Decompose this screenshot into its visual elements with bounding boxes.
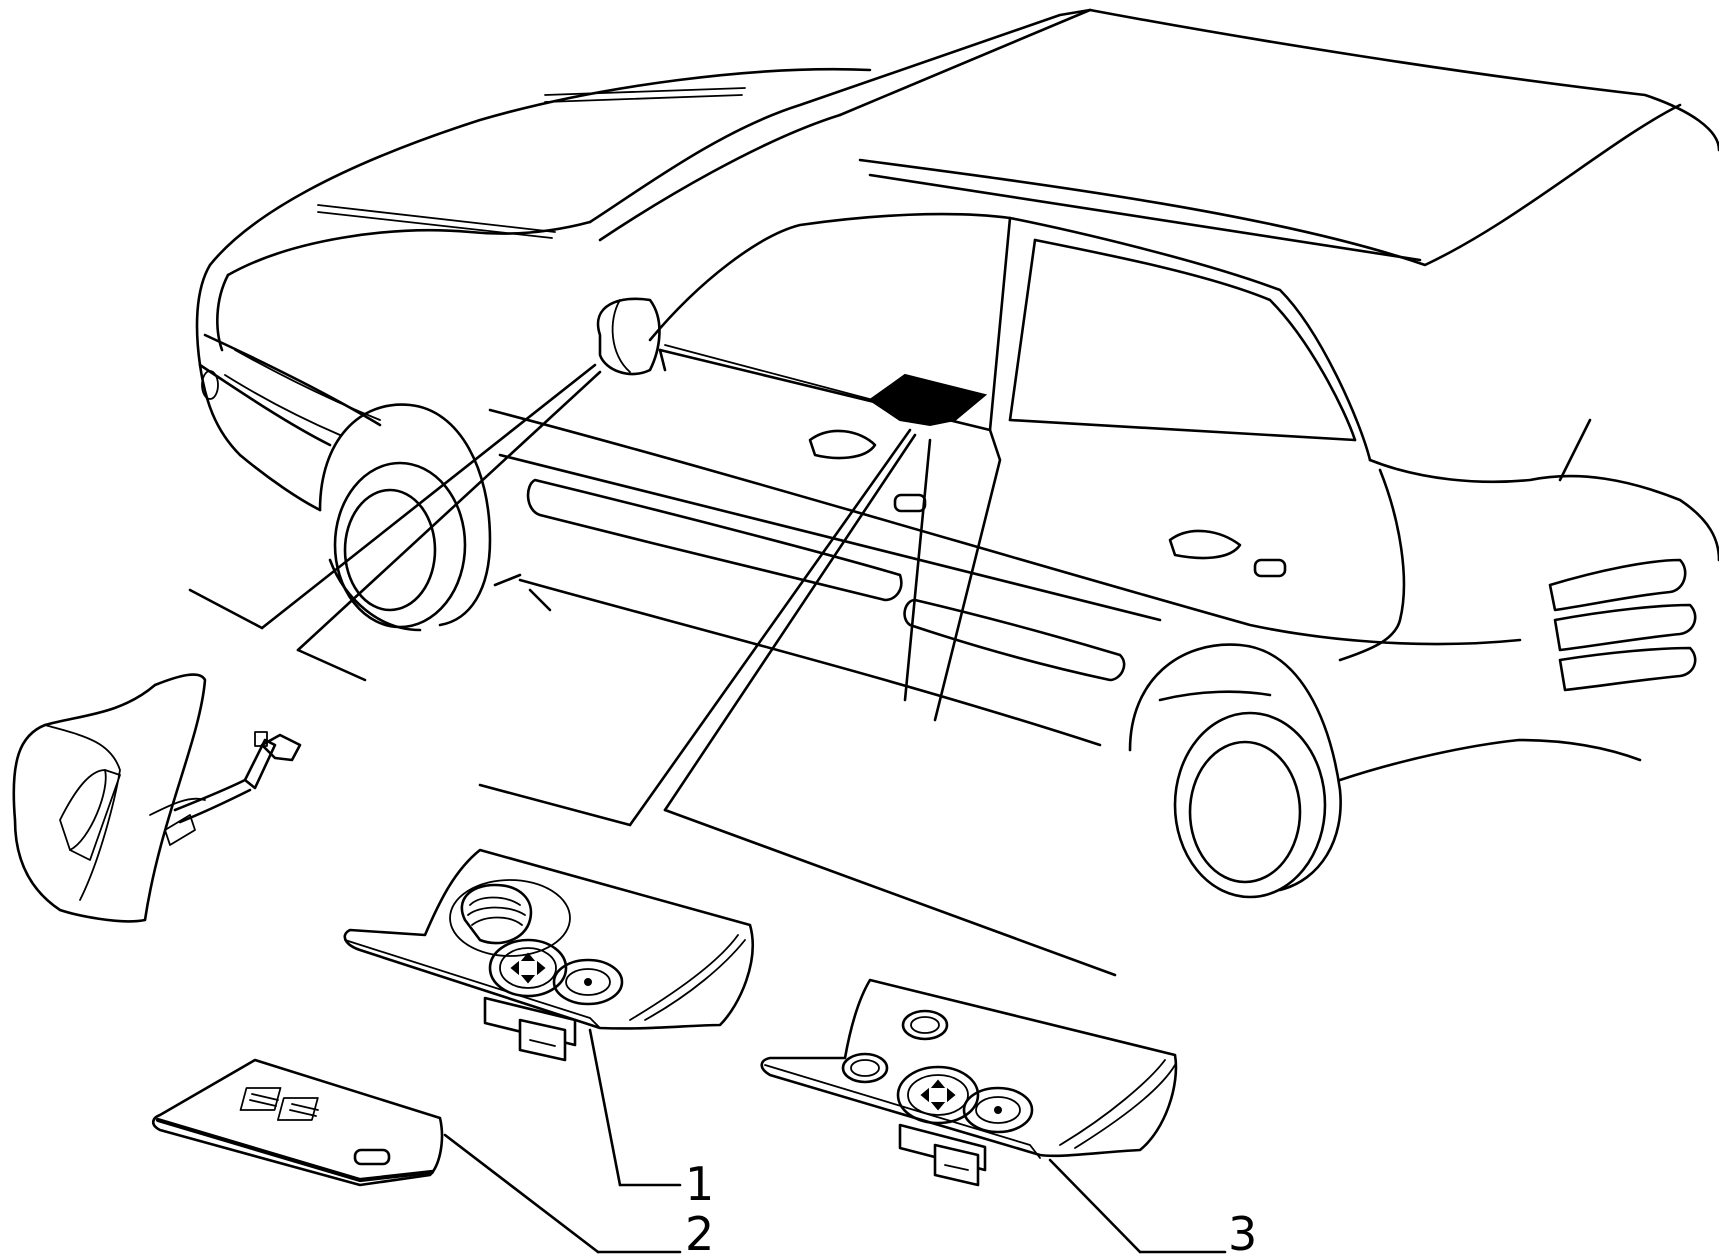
callout-2: 2 <box>685 1207 714 1256</box>
callout-1: 1 <box>685 1157 714 1211</box>
leader-3 <box>1048 1158 1142 1254</box>
leader-1 <box>588 1028 622 1187</box>
door-mirror-part <box>12 673 302 923</box>
part-1-switch-panel <box>343 848 754 1062</box>
leader-2 <box>443 1133 600 1254</box>
car-illustration <box>195 8 1719 899</box>
callout-3: 3 <box>1228 1207 1257 1256</box>
leader-lines <box>188 363 1117 977</box>
part-3-switch-panel <box>760 978 1178 1187</box>
part-2-cover-plate <box>151 1058 444 1187</box>
